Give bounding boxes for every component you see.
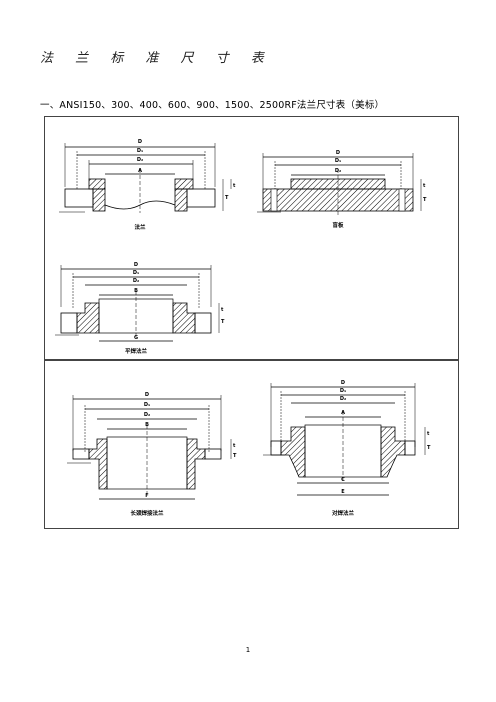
dim-D: D xyxy=(336,150,340,156)
dim-E: E xyxy=(341,489,345,495)
dim-D2: D₂ xyxy=(340,396,346,402)
caption-blind: 盲板 xyxy=(332,221,344,229)
dim-T: T xyxy=(233,453,237,459)
caption-flange: 法兰 xyxy=(134,223,146,231)
dim-D1: D₁ xyxy=(335,158,341,164)
dim-D2: D₂ xyxy=(133,278,139,284)
dim-D1: D₁ xyxy=(133,270,139,276)
dim-T: T xyxy=(423,197,427,203)
dim-D: D xyxy=(145,392,149,398)
dim-D1: D₁ xyxy=(340,388,346,394)
dim-t: t xyxy=(233,443,236,449)
drawing-bottom-svg: D D₁ D₂ B t T F 长颈焊接法兰 xyxy=(67,380,431,517)
dim-C: C xyxy=(341,477,345,483)
dim-D: D xyxy=(134,262,138,268)
drawing-panel-top: D D₁ D₂ A t T 法兰 xyxy=(44,116,459,360)
figure-socket-weld: D D₁ D₂ B t T F 长颈焊接法兰 xyxy=(67,392,237,517)
figure-blind: D D₁ D₂ t T 盲板 xyxy=(257,150,427,229)
page-title: 法 兰 标 准 尺 寸 表 xyxy=(40,51,273,66)
dim-T: T xyxy=(221,319,225,325)
dim-t: t xyxy=(423,183,426,189)
dim-G: G xyxy=(134,335,138,341)
dim-t: t xyxy=(427,431,430,437)
dim-D2: D₂ xyxy=(144,412,150,418)
figure-flange: D D₁ D₂ A t T 法兰 xyxy=(59,139,236,231)
caption-weld-neck: 对焊法兰 xyxy=(332,509,355,517)
caption-slip-on: 平焊法兰 xyxy=(125,347,148,355)
dim-D: D xyxy=(341,380,345,386)
dim-T: T xyxy=(427,445,431,451)
caption-socket-weld: 长颈焊接法兰 xyxy=(130,509,164,517)
drawing-panel-bottom: D D₁ D₂ B t T F 长颈焊接法兰 xyxy=(44,360,459,529)
dim-D2: D₂ xyxy=(137,157,143,163)
page-number: 1 xyxy=(245,646,251,654)
table-subtitle: 一、ANSI150、300、400、600、900、1500、2500RF法兰尺… xyxy=(40,100,385,111)
dim-D1: D₁ xyxy=(137,148,143,154)
dim-T: T xyxy=(225,195,229,201)
drawing-top-svg: D D₁ D₂ A t T 法兰 xyxy=(55,139,427,355)
dim-t: t xyxy=(221,307,224,313)
figure-weld-neck: D D₁ D₂ A t T C E 对焊法兰 xyxy=(263,380,431,517)
figure-slip-on: D D₁ D₂ B t T G 平焊法兰 xyxy=(55,262,225,355)
dim-F: F xyxy=(145,493,148,499)
dim-D: D xyxy=(138,139,142,145)
dim-t: t xyxy=(233,183,236,189)
dim-D1: D₁ xyxy=(144,402,150,408)
